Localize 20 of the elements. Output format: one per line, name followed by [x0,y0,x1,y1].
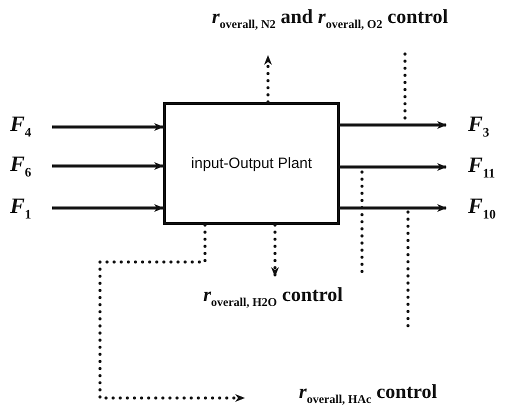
dotted-arrow [271,224,279,278]
arrow [52,204,164,212]
stream-name: F$_{11}$ [468,152,495,182]
control-text: r$_{overall, H2O}$ control [203,284,343,310]
arrow [340,204,447,212]
stream-name: F$_{4}$ [10,111,32,141]
control-text: r$_{overall, HAc}$ control [298,381,438,407]
dotted-arrow [98,224,246,402]
process-box [163,102,340,225]
arrow [52,162,164,170]
arrow [340,163,447,171]
control-text: r$_{overall, N2}$ and r$_{overall, O2}$ control [212,6,448,32]
arrow [52,123,164,131]
stream-name: F$_{3}$ [468,111,490,141]
stream-name: F$_{10}$ [468,193,496,223]
stream-name: F$_{1}$ [10,193,32,223]
stream-name: F$_{6}$ [10,151,32,181]
arrow [340,121,447,129]
process-name: input-Output Plant [191,154,312,172]
dotted-arrow [264,54,272,104]
